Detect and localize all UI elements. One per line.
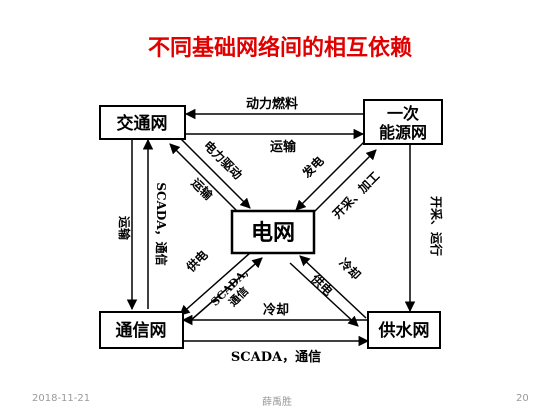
label-transport-comm-transport: 运输 bbox=[117, 216, 132, 241]
arrow-grid-to-energy bbox=[307, 149, 377, 219]
node-energy-label-1: 一次 bbox=[387, 104, 419, 123]
node-transport-label: 交通网 bbox=[117, 113, 168, 134]
label-comm-water-scada: SCADA，通信 bbox=[231, 349, 321, 365]
node-grid-box bbox=[230, 209, 316, 255]
arrow-grid-to-transport bbox=[169, 143, 241, 215]
label-transport-grid-power: 电力驱动 bbox=[201, 138, 246, 183]
node-comm-box bbox=[99, 311, 184, 349]
slide-title: 不同基础网络间的相互依赖 bbox=[147, 36, 412, 61]
footer-author: 薛禹胜 bbox=[262, 397, 292, 408]
node-comm-label: 通信网 bbox=[116, 320, 167, 341]
arrow-energy-to-grid bbox=[295, 141, 365, 211]
label-water-comm-cool: 冷却 bbox=[263, 302, 289, 318]
arrow-water-to-grid bbox=[299, 255, 367, 319]
arrow-grid-to-water bbox=[289, 262, 359, 327]
arrow-grid-to-comm bbox=[179, 252, 251, 316]
label-transport-to-energy: 运输 bbox=[270, 139, 297, 155]
footer-page-number: 20 bbox=[516, 393, 529, 404]
node-energy-box bbox=[363, 99, 443, 145]
node-grid-label: 电网 bbox=[251, 220, 295, 246]
label-grid-energy-process: 开采、加工 bbox=[329, 168, 382, 221]
label-grid-water-cool: 冷却 bbox=[336, 255, 364, 283]
node-transport-box bbox=[99, 105, 186, 140]
arrow-comm-to-grid bbox=[189, 257, 263, 322]
node-water-label: 供水网 bbox=[378, 320, 430, 341]
label-grid-water-power: 供电 bbox=[308, 270, 336, 298]
label-grid-comm-power: 供电 bbox=[182, 247, 210, 275]
label-energy-to-transport: 动力燃料 bbox=[246, 96, 298, 112]
label-energy-grid-generation: 发电 bbox=[298, 153, 326, 181]
node-water-box bbox=[367, 311, 441, 349]
arrow-transport-to-grid bbox=[179, 137, 251, 209]
label-comm-grid-scada: SCADA,通信 bbox=[208, 266, 260, 318]
label-comm-transport-scada: SCADA，通信 bbox=[154, 182, 169, 265]
label-energy-water: 开采、运行 bbox=[429, 196, 444, 256]
footer-date: 2018-11-21 bbox=[32, 393, 91, 404]
label-grid-transport-transport: 运输 bbox=[188, 175, 216, 203]
node-energy-label-2: 能源网 bbox=[379, 123, 427, 142]
